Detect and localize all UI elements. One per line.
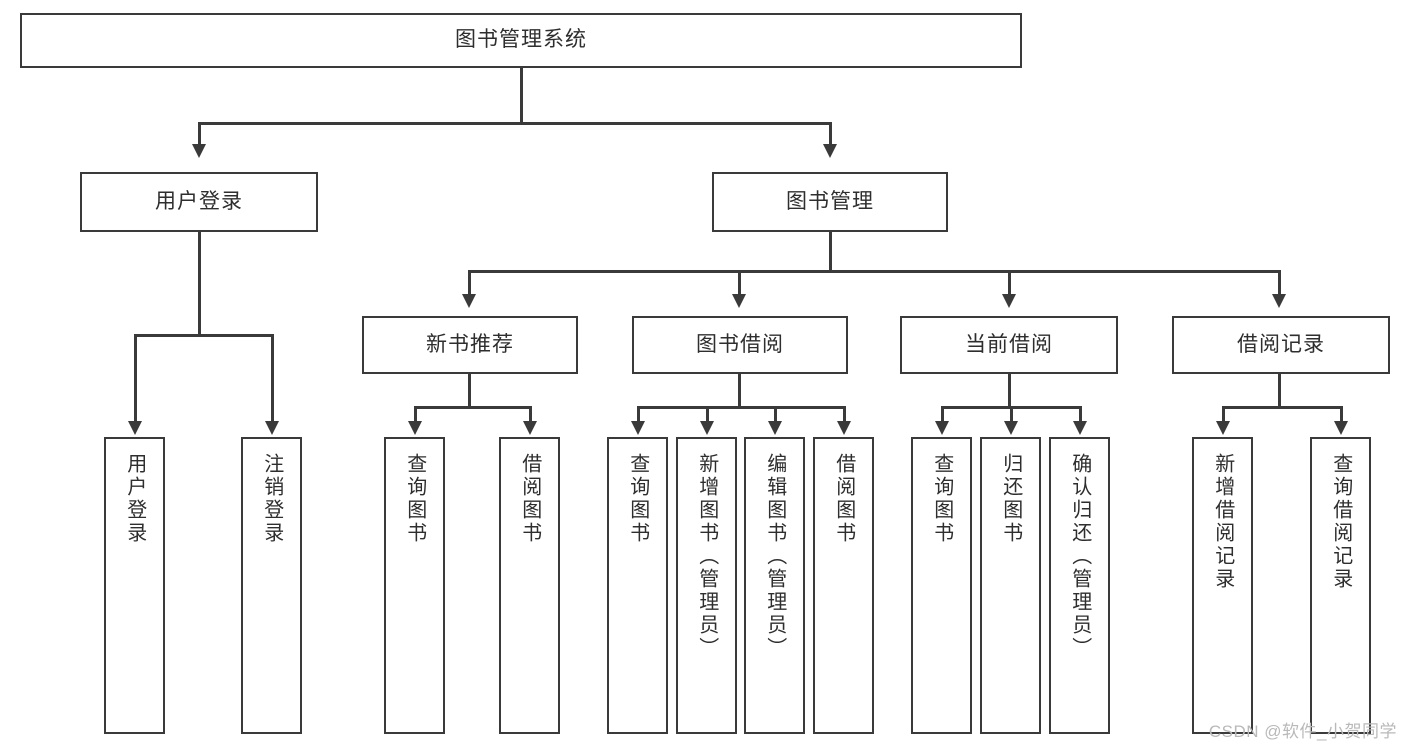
connector-to-user-login [198,122,201,144]
node-label: 借阅图书 [832,453,855,545]
connector-nb-stem [468,374,471,408]
arrow-bb-1 [631,421,645,435]
connector-br-drop-2 [1340,406,1343,421]
node-user-login[interactable]: 用户登录 [80,172,318,232]
arrow-user-login-1 [128,421,142,435]
connector-user-login-drop-2 [271,334,274,421]
leaf-user-login-logout[interactable]: 注销登录 [241,437,302,734]
connector-cb-stem [1008,374,1011,408]
connector-user-login-stem [198,232,201,336]
arrow-cb-1 [935,421,949,435]
arrow-bm-4 [1272,294,1286,308]
node-label: 新书推荐 [426,332,514,356]
arrow-bm-2 [732,294,746,308]
node-label: 注销登录 [260,453,283,545]
leaf-book-borrow-edit[interactable]: 编辑图书（管理员） [744,437,805,734]
connector-bb-drop-2 [706,406,709,421]
node-new-book-recommend[interactable]: 新书推荐 [362,316,578,374]
arrow-cb-2 [1004,421,1018,435]
connector-root-stem [520,68,523,122]
connector-bb-drop-4 [843,406,846,421]
connector-br-bar [1222,406,1342,409]
arrow-to-user-login [192,144,206,158]
arrow-br-1 [1216,421,1230,435]
node-label: 用户登录 [155,189,243,213]
node-label: 图书借阅 [696,332,784,356]
node-label: 图书管理 [786,189,874,213]
leaf-current-borrow-confirm[interactable]: 确认归还（管理员） [1049,437,1110,734]
arrow-to-book-manage [823,144,837,158]
node-label: 查询图书 [626,453,649,545]
node-book-management[interactable]: 图书管理 [712,172,948,232]
leaf-borrow-record-add[interactable]: 新增借阅记录 [1192,437,1253,734]
connector-nb-drop-1 [414,406,417,421]
node-root-system[interactable]: 图书管理系统 [20,13,1022,68]
connector-bm-drop-3 [1008,270,1011,294]
node-label: 新增借阅记录 [1211,453,1234,591]
connector-nb-bar [414,406,531,409]
leaf-user-login-login[interactable]: 用户登录 [104,437,165,734]
arrow-nb-1 [408,421,422,435]
arrow-nb-2 [523,421,537,435]
connector-cb-drop-2 [1010,406,1013,421]
connector-nb-drop-2 [529,406,532,421]
arrow-cb-3 [1073,421,1087,435]
leaf-book-borrow-add[interactable]: 新增图书（管理员） [676,437,737,734]
node-label: 归还图书 [999,453,1022,545]
connector-root-bar [198,122,832,125]
connector-bm-drop-4 [1278,270,1281,294]
arrow-bb-3 [768,421,782,435]
node-label: 新增图书（管理员） [695,453,718,660]
node-label: 查询图书 [403,453,426,545]
node-current-borrow[interactable]: 当前借阅 [900,316,1118,374]
connector-cb-drop-3 [1079,406,1082,421]
watermark: CSDN @软件_小贺同学 [1208,722,1397,741]
arrow-bb-2 [700,421,714,435]
leaf-current-borrow-query[interactable]: 查询图书 [911,437,972,734]
connector-user-login-drop-1 [134,334,137,421]
connector-book-manage-bar [468,270,1279,273]
arrow-bm-1 [462,294,476,308]
connector-bb-drop-1 [637,406,640,421]
node-label: 当前借阅 [965,332,1053,356]
node-label: 查询借阅记录 [1329,453,1352,591]
node-label: 借阅记录 [1237,332,1325,356]
connector-br-drop-1 [1222,406,1225,421]
arrow-bm-3 [1002,294,1016,308]
connector-book-manage-stem [829,232,832,272]
connector-bb-stem [738,374,741,408]
leaf-book-borrow-borrow[interactable]: 借阅图书 [813,437,874,734]
leaf-borrow-record-query[interactable]: 查询借阅记录 [1310,437,1371,734]
connector-br-stem [1278,374,1281,408]
connector-bb-drop-3 [774,406,777,421]
node-label: 确认归还（管理员） [1068,453,1091,660]
connector-bb-bar [637,406,845,409]
node-label: 查询图书 [930,453,953,545]
node-label: 用户登录 [123,453,146,545]
node-label: 编辑图书（管理员） [763,453,786,660]
leaf-book-borrow-query[interactable]: 查询图书 [607,437,668,734]
connector-bm-drop-2 [738,270,741,294]
connector-bm-drop-1 [468,270,471,294]
leaf-current-borrow-return[interactable]: 归还图书 [980,437,1041,734]
connector-cb-drop-1 [941,406,944,421]
node-label: 借阅图书 [518,453,541,545]
node-book-borrow[interactable]: 图书借阅 [632,316,848,374]
arrow-bb-4 [837,421,851,435]
node-label: 图书管理系统 [455,28,587,52]
connector-user-login-bar [134,334,273,337]
leaf-new-book-query[interactable]: 查询图书 [384,437,445,734]
arrow-br-2 [1334,421,1348,435]
arrow-user-login-2 [265,421,279,435]
node-borrow-record[interactable]: 借阅记录 [1172,316,1390,374]
leaf-new-book-borrow[interactable]: 借阅图书 [499,437,560,734]
connector-to-book-manage [829,122,832,144]
